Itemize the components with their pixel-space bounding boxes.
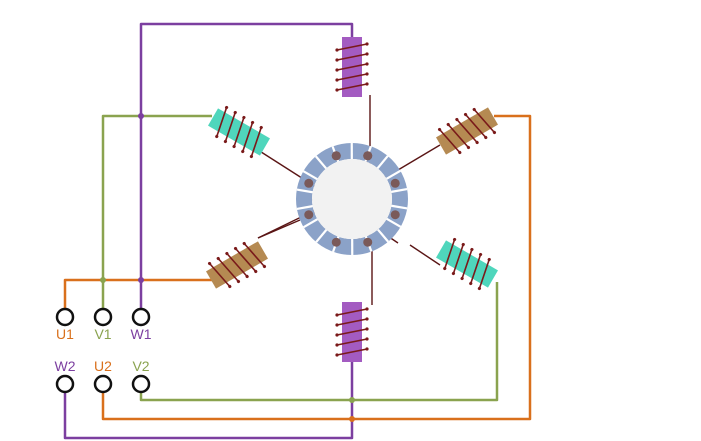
terminal-u1[interactable] <box>55 307 75 327</box>
u2-wire <box>101 114 532 421</box>
ring-segment-gap <box>315 229 328 243</box>
label-w1: W1 <box>131 326 152 342</box>
junction-dot <box>349 397 355 403</box>
ring-segment-gap <box>314 155 327 170</box>
ring-segment-gap <box>385 169 401 180</box>
ring-segment-gap <box>391 204 408 210</box>
ring-segment-gap <box>296 205 313 211</box>
junction-dot <box>100 277 106 283</box>
pole-dot <box>331 151 341 161</box>
label-v2: V2 <box>132 358 149 374</box>
coil-w-top <box>335 37 369 97</box>
label-u2: U2 <box>94 358 112 374</box>
ring-segment-gap <box>303 218 319 229</box>
w1-wire <box>139 22 354 309</box>
terminal-w2[interactable] <box>55 374 75 394</box>
junction-dot <box>138 277 144 283</box>
label-v1: V1 <box>94 326 111 342</box>
label-u1: U1 <box>56 326 74 342</box>
pole-dot <box>304 178 314 188</box>
coil-w-bottom <box>335 302 369 362</box>
pole-dot <box>304 210 314 220</box>
coil-v-lower-right <box>436 237 498 291</box>
terminal-v1[interactable] <box>93 307 113 327</box>
v2-wire <box>139 282 499 402</box>
coils <box>206 37 498 362</box>
v1-wire <box>101 114 212 309</box>
terminal-w1[interactable] <box>131 307 151 327</box>
ring-segment-gap <box>377 228 390 243</box>
ring-segment-gap <box>302 170 318 181</box>
pole-dot <box>390 178 400 188</box>
phase-wiring <box>63 22 532 440</box>
junction-dot <box>138 113 144 119</box>
terminal-u2[interactable] <box>93 374 113 394</box>
ring-segment-gap <box>296 188 313 194</box>
label-w2: W2 <box>55 358 76 374</box>
ring-segment-gap <box>391 187 408 193</box>
ring-segment-gap <box>376 155 389 169</box>
pole-dot <box>331 237 341 247</box>
coil-u-lower-left <box>206 241 268 289</box>
pole-dot <box>363 237 373 247</box>
pole-dot <box>363 151 373 161</box>
pole-dot <box>390 210 400 220</box>
u1-wire <box>63 278 216 309</box>
stator <box>296 142 408 256</box>
wire-junctions <box>100 113 355 422</box>
terminal-v2[interactable] <box>131 374 151 394</box>
junction-dot <box>349 416 355 422</box>
rotor <box>312 159 392 239</box>
terminal-block: U1 V1 W1 W2 U2 V2 <box>55 307 152 394</box>
coil-v-upper-left <box>208 105 270 159</box>
coil-u-upper-right <box>436 107 498 155</box>
ring-segment-gap <box>386 217 402 228</box>
